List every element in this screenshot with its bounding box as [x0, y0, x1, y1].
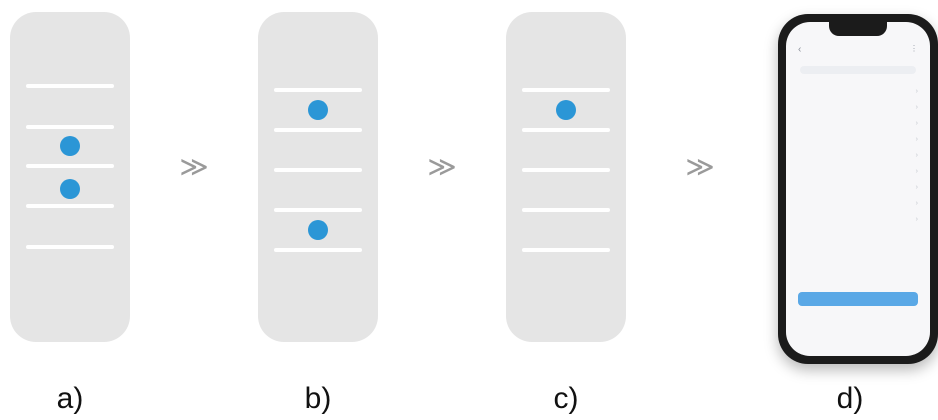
app-header: ‹ ⋮: [798, 44, 918, 58]
chevron-right-icon: ›: [915, 136, 918, 143]
divider-line: [522, 88, 610, 92]
phone-notch: [829, 22, 887, 36]
divider-line: [26, 204, 114, 208]
divider-line: [522, 128, 610, 132]
divider-line: [26, 164, 114, 168]
divider-line: [26, 125, 114, 129]
list-item[interactable]: ›: [800, 214, 918, 230]
list-item[interactable]: ›: [800, 166, 918, 182]
phone-mockup: ‹ ⋮ › › › › › › › › ›: [778, 14, 938, 364]
primary-button[interactable]: [798, 292, 918, 306]
slider-panel-b: [258, 12, 378, 342]
search-field[interactable]: [800, 66, 916, 74]
list-item[interactable]: ›: [800, 134, 918, 150]
divider-line: [522, 168, 610, 172]
blue-dot: [60, 179, 80, 199]
divider-line: [522, 248, 610, 252]
chevron-right-icon: ›: [915, 120, 918, 127]
caption-a: a): [56, 382, 84, 415]
divider-line: [26, 84, 114, 88]
secondary-link[interactable]: [802, 314, 914, 322]
list-item[interactable]: ›: [800, 118, 918, 134]
caption-b: b): [304, 382, 332, 415]
slider-panel-c: [506, 12, 626, 342]
chevron-right-icon: ›: [915, 200, 918, 207]
divider-line: [522, 208, 610, 212]
chevron-right-icon: ›: [915, 88, 918, 95]
list-item[interactable]: ›: [800, 150, 918, 166]
divider-line: [274, 128, 362, 132]
blue-dot: [308, 220, 328, 240]
caption-d: d): [836, 382, 864, 415]
divider-line: [274, 168, 362, 172]
list-item[interactable]: ›: [800, 198, 918, 214]
chevron-right-icon: ›: [915, 152, 918, 159]
list-item[interactable]: ›: [800, 86, 918, 102]
blue-dot: [556, 100, 576, 120]
divider-line: [26, 245, 114, 249]
list-item[interactable]: ›: [800, 102, 918, 118]
blue-dot: [308, 100, 328, 120]
caption-c: c): [553, 382, 579, 415]
chevron-right-icon: ›: [915, 168, 918, 175]
settings-list: › › › › › › › › ›: [800, 86, 918, 230]
list-item[interactable]: ›: [800, 182, 918, 198]
divider-line: [274, 208, 362, 212]
chevron-left-icon[interactable]: ‹: [798, 44, 802, 55]
next-arrow-icon: ≫: [427, 151, 457, 182]
chevron-right-icon: ›: [915, 216, 918, 223]
chevron-right-icon: ›: [915, 184, 918, 191]
slider-panel-a: [10, 12, 130, 342]
blue-dot: [60, 136, 80, 156]
menu-dots-icon[interactable]: ⋮: [910, 44, 918, 53]
phone-screen: ‹ ⋮ › › › › › › › › ›: [786, 22, 930, 356]
divider-line: [274, 88, 362, 92]
next-arrow-icon: ≫: [685, 151, 715, 182]
chevron-right-icon: ›: [915, 104, 918, 111]
next-arrow-icon: ≫: [179, 151, 209, 182]
divider-line: [274, 248, 362, 252]
